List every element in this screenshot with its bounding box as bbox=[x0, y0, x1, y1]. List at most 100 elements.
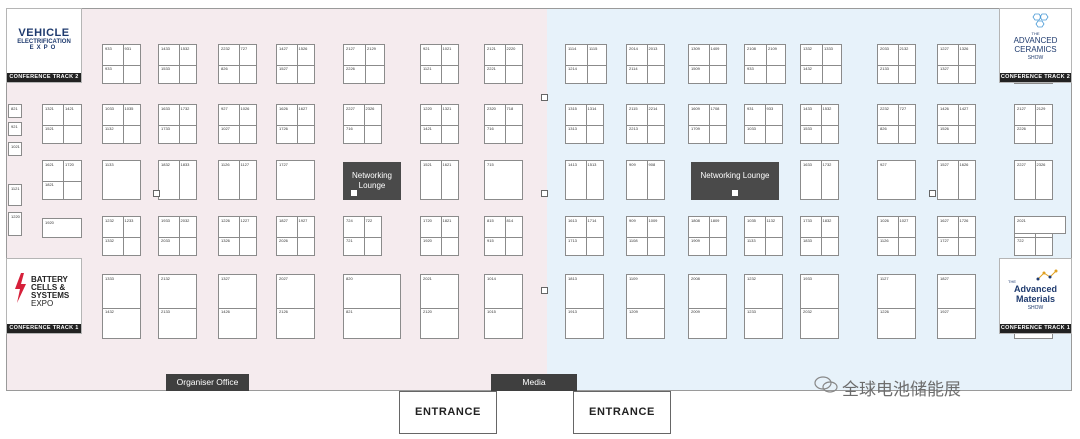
booth[interactable]: 927 bbox=[877, 160, 916, 200]
booth[interactable]: 1121 bbox=[8, 184, 22, 206]
booth-number: 815 bbox=[487, 218, 494, 223]
booth-divider bbox=[801, 307, 838, 309]
booth-divider bbox=[801, 237, 838, 238]
logo-text: CELLS & bbox=[31, 283, 66, 292]
booth-divider bbox=[1034, 105, 1036, 143]
entrance-right[interactable]: ENTRANCE bbox=[573, 391, 671, 434]
media-room[interactable]: Media bbox=[491, 374, 577, 391]
booth[interactable]: 821 bbox=[8, 104, 22, 118]
networking-lounge-left[interactable]: Networking Lounge bbox=[343, 162, 401, 200]
booth[interactable]: 921 bbox=[8, 122, 22, 136]
booth-number: 1226 bbox=[221, 218, 230, 223]
vehicle-electrification-logo: VEHICLE ELECTRIFICATION EXPO CONFERENCE … bbox=[6, 8, 82, 83]
booth[interactable]: 2021 bbox=[1014, 216, 1066, 234]
booth[interactable]: 1920 bbox=[42, 218, 82, 238]
booth-number: 1127 bbox=[240, 162, 250, 167]
booth-number: 1026 bbox=[880, 218, 889, 223]
booth[interactable]: 1133 bbox=[102, 160, 141, 200]
networking-lounge-right[interactable]: Networking Lounge bbox=[691, 162, 779, 200]
pillar-marker bbox=[929, 190, 936, 197]
booth[interactable]: 1727 bbox=[276, 160, 315, 200]
booth[interactable]: 1021 bbox=[8, 142, 22, 156]
booth-number: 1114 bbox=[568, 46, 577, 51]
booth[interactable]: 1220 bbox=[8, 212, 22, 236]
booth-number: 2032 bbox=[180, 218, 190, 223]
booth[interactable]: 715 bbox=[484, 160, 523, 200]
booth-number: 1333 bbox=[824, 46, 833, 51]
organiser-office[interactable]: Organiser Office bbox=[166, 374, 249, 391]
booth-divider bbox=[219, 125, 256, 126]
entrance-left[interactable]: ENTRANCE bbox=[399, 391, 497, 434]
booth-number: 1726 bbox=[279, 126, 288, 131]
booth-number: 1727 bbox=[940, 238, 949, 243]
